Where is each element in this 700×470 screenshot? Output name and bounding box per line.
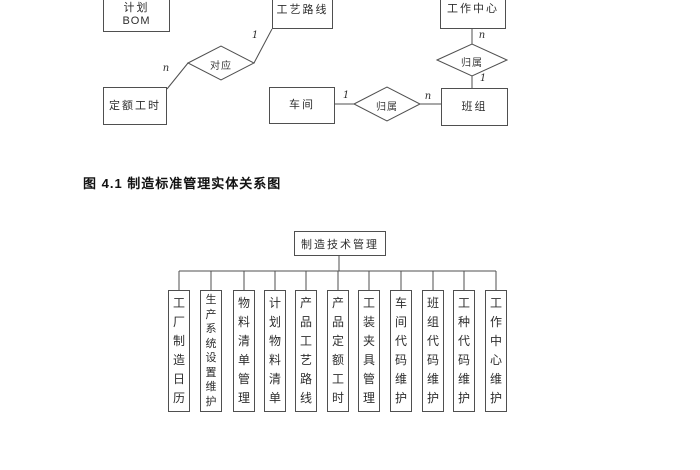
entity-plan-bom-line1: 计划	[123, 2, 150, 14]
cardinality-team-1: 1	[479, 73, 487, 84]
entity-workshop: 车间	[269, 87, 335, 124]
tree-node-work-center-maintenance: 工作中心维护	[485, 290, 507, 412]
tree-node-production-system-setup: 生产系统设置维护	[200, 290, 222, 412]
relation-belong-upper-label: 归属	[461, 58, 483, 69]
figure-caption: 图 4.1 制造标准管理实体关系图	[83, 176, 282, 191]
entity-work-center: 工作中心	[440, 0, 506, 29]
cardinality-hours-n: n	[162, 63, 170, 74]
cardinality-team-n: n	[424, 91, 432, 102]
tree-root-label: 制造技术管理	[301, 238, 379, 251]
relation-belong-lower-label: 归属	[376, 102, 398, 113]
tree-node-team-code-maintenance: 班组代码维护	[422, 290, 444, 412]
tree-node-workshop-code-maintenance: 车间代码维护	[390, 290, 412, 412]
entity-workshop-label: 车间	[289, 99, 315, 111]
entity-plan-bom-line2: BOM	[122, 15, 151, 27]
tree-node-plan-bom: 计划物料清单	[264, 290, 286, 412]
relation-correspond-label: 对应	[210, 61, 232, 72]
tree-node-product-standard-hours: 产品定额工时	[327, 290, 349, 412]
entity-plan-bom: 计划 BOM	[103, 0, 170, 32]
cardinality-route-1: 1	[251, 30, 259, 41]
entity-standard-hours: 定额工时	[103, 87, 167, 125]
tree-node-jobtype-code-maintenance: 工种代码维护	[453, 290, 475, 412]
tree-node-tooling-fixture-management: 工装夹具管理	[358, 290, 380, 412]
cardinality-workcenter-n: n	[478, 30, 486, 41]
tree-node-product-process-route: 产品工艺路线	[295, 290, 317, 412]
tree-node-factory-calendar: 工厂制造日历	[168, 290, 190, 412]
cardinality-workshop-1: 1	[342, 90, 350, 101]
entity-process-route-label: 工艺路线	[276, 4, 329, 16]
tree-root-box: 制造技术管理	[294, 231, 386, 256]
tree-node-bom-management: 物料清单管理	[233, 290, 255, 412]
entity-team: 班组	[441, 88, 508, 126]
entity-process-route: 工艺路线	[272, 0, 333, 29]
entity-standard-hours-label: 定额工时	[109, 99, 161, 112]
entity-work-center-label: 工作中心	[447, 3, 499, 15]
entity-team-label: 班组	[461, 100, 488, 113]
